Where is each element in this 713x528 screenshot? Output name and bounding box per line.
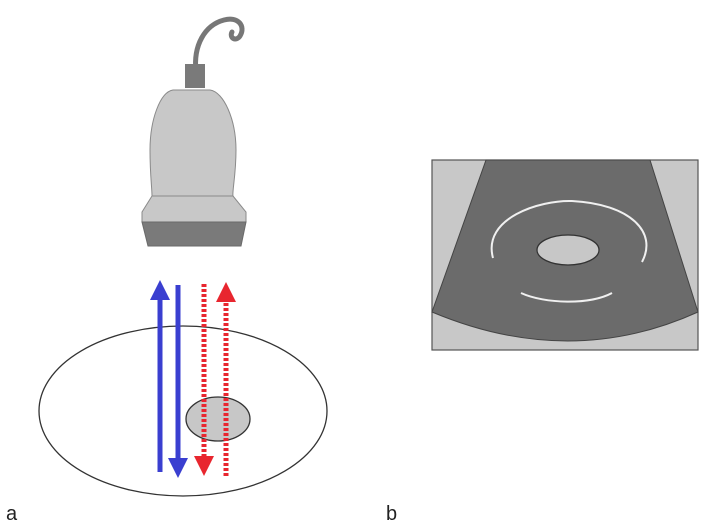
echo-ring-lower (520, 292, 613, 303)
panel-label-b: b (386, 503, 397, 525)
probe-handle (149, 89, 237, 197)
probe-footprint (141, 221, 247, 247)
panel-label-a: a (6, 503, 18, 525)
probe-shoulder (141, 195, 247, 223)
lesion-ellipse (185, 396, 251, 442)
panel-b: b (386, 159, 699, 525)
lesion-image (536, 234, 600, 266)
tissue-ellipse (38, 325, 328, 497)
probe-cable (193, 16, 245, 75)
panel-a: a (6, 16, 328, 525)
ultrasound-transducer-icon (141, 16, 247, 247)
echo-ring-upper (490, 199, 648, 263)
probe-cable-strain-relief (185, 64, 205, 88)
